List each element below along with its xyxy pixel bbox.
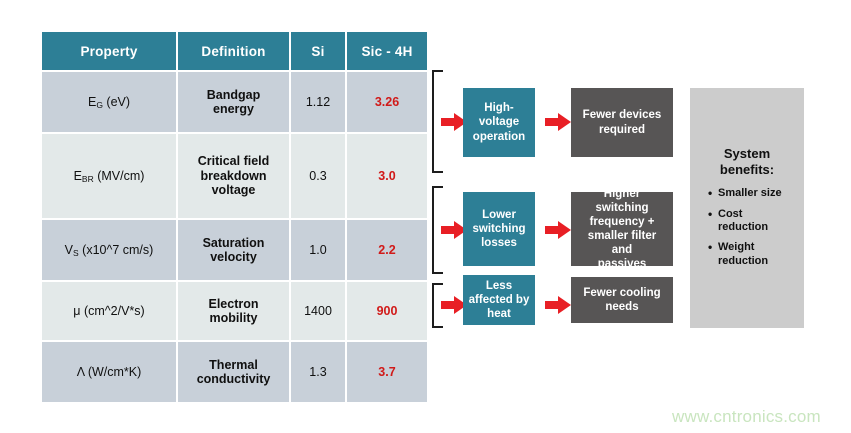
column-header-si: Si: [289, 32, 347, 71]
cell-si-value: 1.3: [289, 340, 347, 402]
arrow-right-icon: [545, 113, 571, 131]
property-symbol: V: [64, 242, 74, 257]
property-comparison-table: Property Definition Si Sic - 4H EG (eV) …: [42, 32, 427, 402]
property-symbol: E: [87, 94, 97, 109]
property-subscript: BR: [81, 173, 94, 184]
cell-si-value: 1.12: [289, 70, 347, 133]
cell-sic-value: 3.0: [345, 132, 427, 219]
property-unit: (eV): [102, 94, 131, 109]
cell-si-value: 1400: [289, 280, 347, 341]
group-bracket-2: [432, 186, 443, 274]
table-header-row: Property Definition Si Sic - 4H: [42, 32, 427, 71]
cell-property: EBR (MV/cm): [42, 132, 178, 219]
cell-sic-value: 3.26: [345, 70, 427, 133]
cell-property: μ (cm^2/V*s): [42, 280, 178, 341]
column-header-definition: Definition: [176, 32, 291, 71]
property-symbol: E: [73, 168, 82, 183]
property-unit: (MV/cm): [93, 168, 145, 183]
column-header-property: Property: [42, 32, 178, 71]
group-bracket-3: [432, 283, 443, 328]
cell-sic-value: 2.2: [345, 218, 427, 281]
cell-si-value: 1.0: [289, 218, 347, 281]
column-header-sic4h: Sic - 4H: [345, 32, 427, 71]
property-subscript: S: [73, 247, 79, 258]
property-symbol: Λ (W/cm*K): [76, 364, 142, 379]
property-subscript: G: [96, 99, 103, 110]
arrow-right-icon: [545, 296, 571, 314]
list-item: Smaller size: [708, 186, 804, 201]
cell-property: EG (eV): [42, 70, 178, 133]
cell-property: VS (x10^7 cm/s): [42, 218, 178, 281]
group-bracket-1: [432, 70, 443, 173]
property-symbol: μ (cm^2/V*s): [73, 303, 145, 318]
cell-property: Λ (W/cm*K): [42, 340, 178, 402]
watermark-text: www.cntronics.com: [672, 407, 821, 426]
cell-sic-value: 900: [345, 280, 427, 341]
arrow-right-icon: [545, 221, 571, 239]
cell-si-value: 0.3: [289, 132, 347, 219]
cell-sic-value: 3.7: [345, 340, 427, 402]
property-unit: (x10^7 cm/s): [78, 242, 154, 257]
